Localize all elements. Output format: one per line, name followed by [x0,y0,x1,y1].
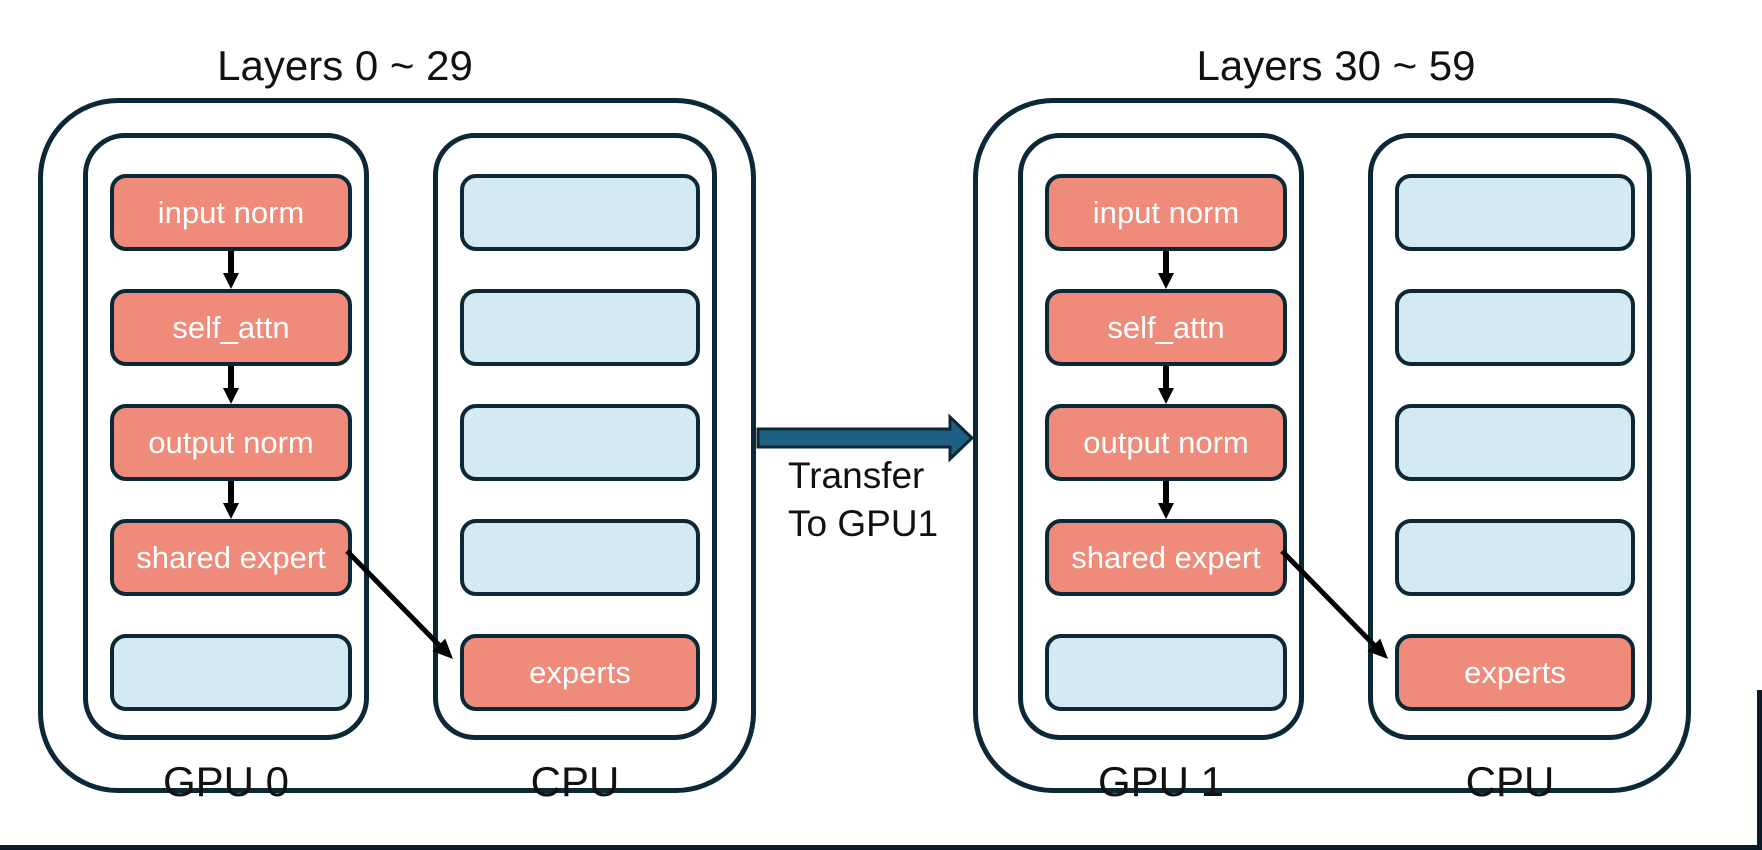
flow-arrow-icon [223,481,239,519]
empty-slot [460,289,700,366]
empty-slot [460,174,700,251]
module-box: output norm [110,404,352,481]
empty-slot [1395,404,1635,481]
transfer-arrow-icon [756,413,975,463]
frame-right-edge [1757,690,1762,850]
empty-slot [1045,634,1287,711]
cpu-box: experts [433,133,717,740]
layer-group-0: input norm self_attn output norm shared … [38,98,756,805]
gpu0-label: GPU 0 [162,758,290,805]
module-box: output norm [1045,404,1287,481]
layer-group-1: input norm self_attn output norm shared … [973,98,1691,805]
module-box: shared expert [1045,519,1287,596]
empty-slot [1395,174,1635,251]
offload-arrow-icon [345,549,453,659]
flow-arrow-icon [1158,251,1174,289]
gpu1-label: GPU 1 [1097,758,1225,805]
empty-slot [460,519,700,596]
empty-slot [460,404,700,481]
transfer-label-line1: Transfer [788,455,925,496]
module-box: experts [460,634,700,711]
group-title-left: Layers 0 ~ 29 [217,42,473,89]
gpu0-box: input norm self_attn output norm shared … [83,133,369,740]
flow-arrow-icon [1158,366,1174,404]
module-box: self_attn [1045,289,1287,366]
group-title-right: Layers 30 ~ 59 [1196,42,1476,89]
module-box: experts [1395,634,1635,711]
empty-slot [1395,289,1635,366]
flow-arrow-icon [223,251,239,289]
module-box: input norm [110,174,352,251]
offload-arrow-icon [1280,549,1388,659]
flow-arrow-icon [1158,481,1174,519]
frame-bottom-edge [0,845,1762,850]
cpu-label: CPU [1465,758,1555,805]
module-box: self_attn [110,289,352,366]
transfer-label: Transfer To GPU1 [788,452,938,548]
flow-arrow-icon [223,366,239,404]
module-box: input norm [1045,174,1287,251]
empty-slot [110,634,352,711]
empty-slot [1395,519,1635,596]
cpu-label: CPU [530,758,620,805]
cpu-box: experts [1368,133,1652,740]
gpu1-box: input norm self_attn output norm shared … [1018,133,1304,740]
module-box: shared expert [110,519,352,596]
transfer-label-line2: To GPU1 [788,503,939,545]
